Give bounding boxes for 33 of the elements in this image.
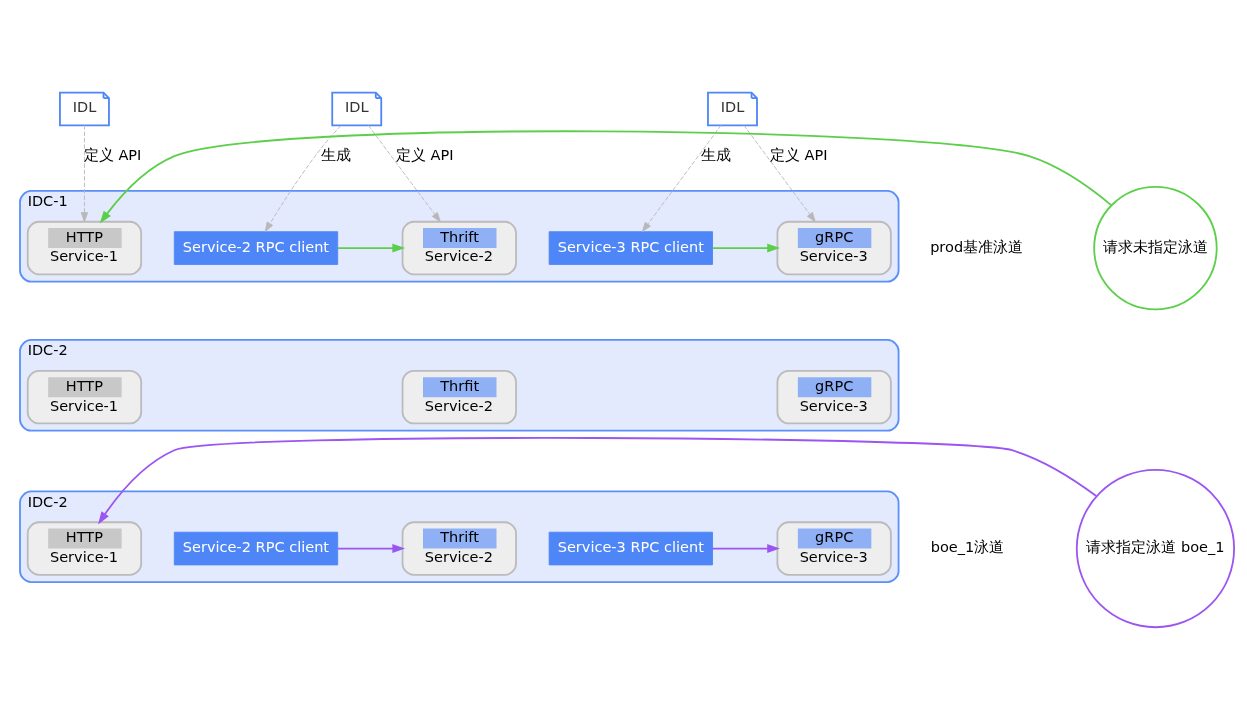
node-box: Thrfit Service-2 <box>401 369 517 425</box>
edge-label: 定义 API <box>396 146 454 163</box>
arrow <box>336 544 406 553</box>
edge-label: 生成 <box>320 146 351 163</box>
node-box: HTTP Service-1 <box>26 369 143 425</box>
node-circle: 请求未指定泳道 <box>1093 185 1218 311</box>
arrow <box>711 544 780 553</box>
arrow <box>367 124 441 223</box>
node-box: Service-2 RPC client <box>173 531 339 566</box>
node-box: gRPC Service-3 <box>776 369 892 425</box>
node-box: Thrift Service-2 <box>401 521 517 576</box>
label: boe_1泳道 <box>930 539 1005 555</box>
arrow <box>99 130 1113 224</box>
arrow <box>743 124 816 223</box>
arrow <box>711 243 780 253</box>
node-box: gRPC Service-3 <box>776 220 892 276</box>
node-box: Service-3 RPC client <box>548 231 713 265</box>
arrow <box>641 124 722 232</box>
node-box: Service-2 RPC client <box>173 231 339 265</box>
arrow <box>336 243 406 253</box>
node-box: gRPC Service-3 <box>776 521 892 576</box>
edge-label: 定义 API <box>83 146 142 163</box>
node-box: HTTP Service-1 <box>26 521 143 576</box>
node-circle: 请求指定泳道 boe_1 <box>1075 468 1235 629</box>
node-box: Thrift Service-2 <box>401 220 517 276</box>
node-box: Service-3 RPC client <box>548 531 713 566</box>
node-box: HTTP Service-1 <box>26 220 143 276</box>
edge-label: 定义 API <box>769 146 828 163</box>
arrow <box>98 437 1098 525</box>
edge-label: 生成 <box>701 146 732 163</box>
arrow <box>264 125 342 232</box>
label: prod基准泳道 <box>930 238 1024 255</box>
arrow <box>80 124 89 223</box>
